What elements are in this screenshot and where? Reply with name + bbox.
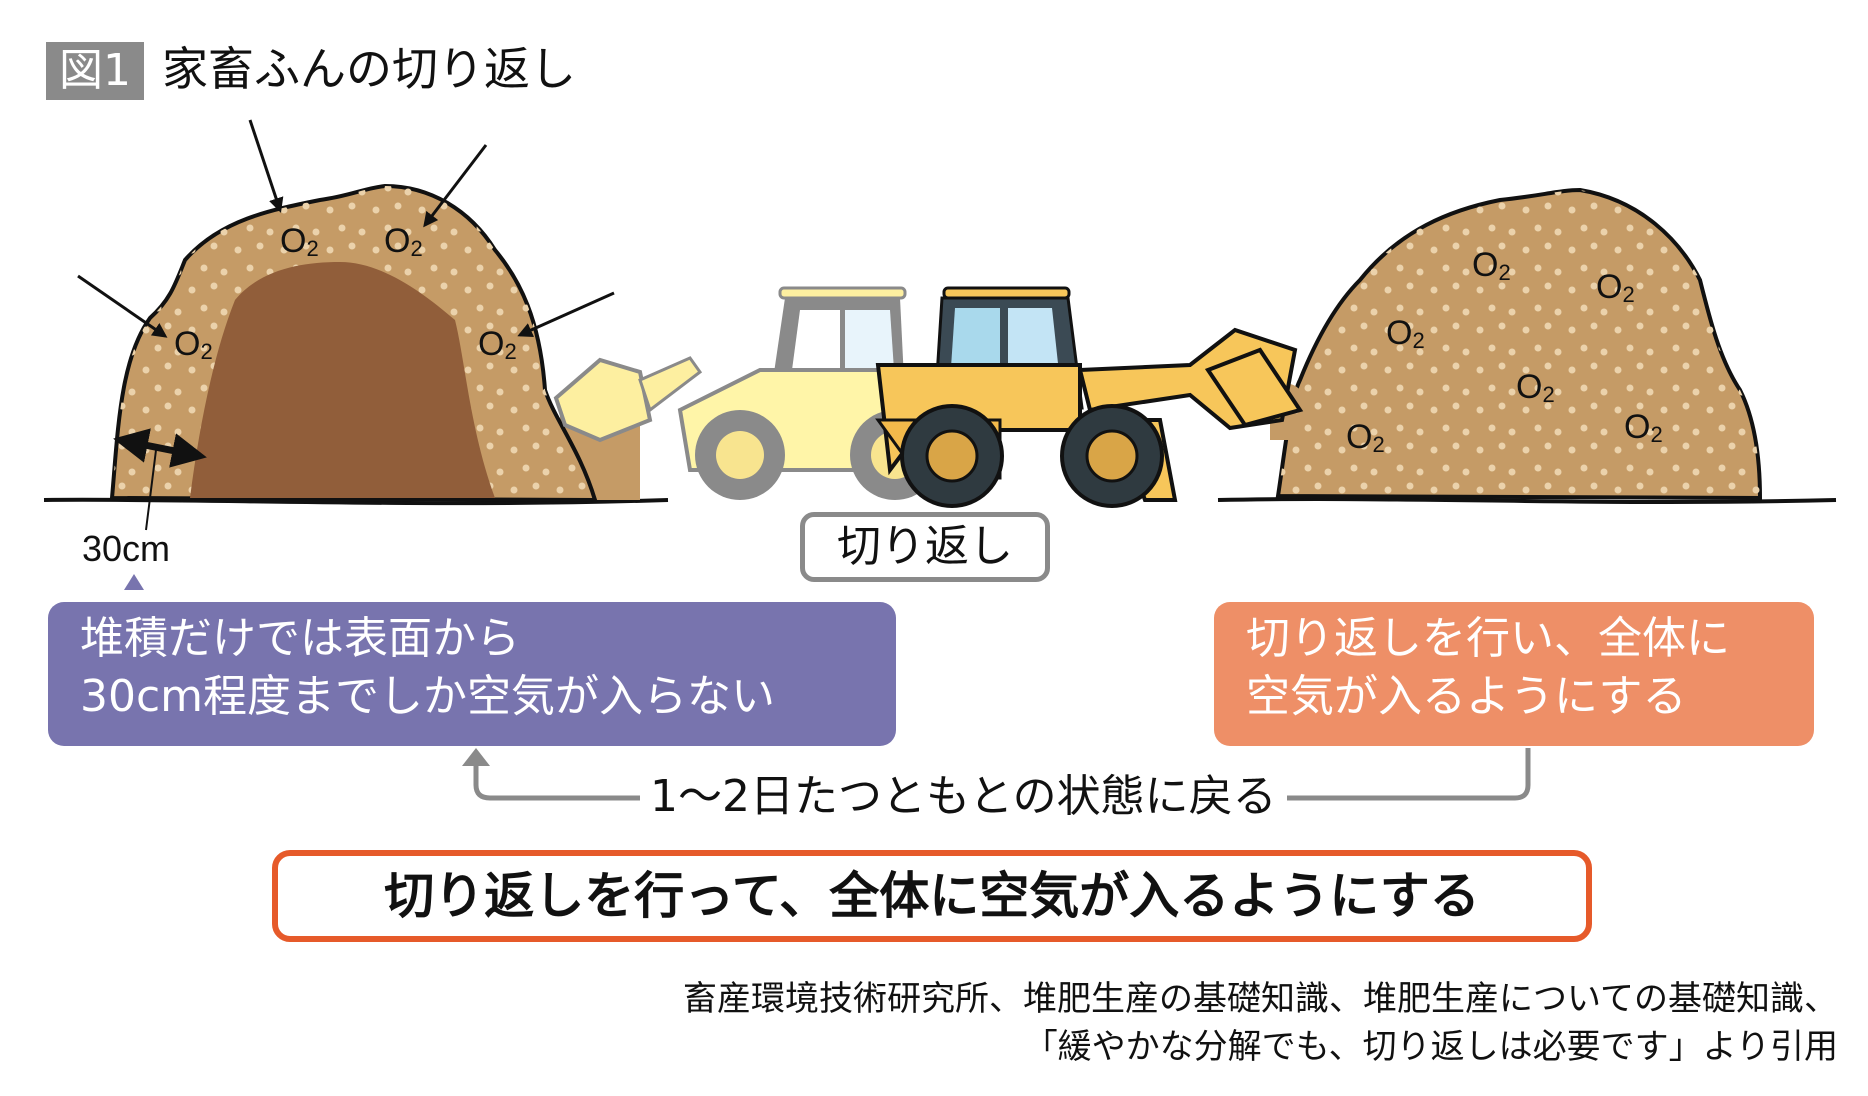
thickness-label: 30cm — [82, 528, 171, 569]
conclusion-banner: 切り返しを行って、全体に空気が入るようにする — [272, 850, 1592, 942]
svg-text:O2: O2 — [174, 325, 213, 364]
oxygen-arrows — [77, 119, 615, 338]
callout-line: 堆積だけでは表面から — [80, 613, 520, 664]
callout-after-turning: 切り返しを行い、全体に 空気が入るようにする — [1214, 602, 1814, 746]
callout-line: 空気が入るようにする — [1246, 671, 1687, 722]
right-manure-pile — [1270, 187, 1763, 501]
svg-text:O2: O2 — [1386, 314, 1425, 353]
callout-pile-only: 堆積だけでは表面から 30cm程度までしか空気が入らない — [48, 602, 896, 746]
callout-line: 30cm程度までしか空気が入らない — [80, 671, 776, 722]
wheel-loader-icon — [875, 286, 1304, 508]
callout-pointer — [124, 574, 144, 590]
figure-title: 家畜ふんの切り返し — [162, 42, 576, 96]
citation-line: 「緩やかな分解でも、切り返しは必要です」より引用 — [1023, 1027, 1838, 1067]
figure-badge: 図1 — [46, 42, 144, 100]
return-arrow-label: 1～2日たつともとの状態に戻る — [640, 768, 1287, 826]
thickness-measure — [113, 428, 207, 531]
turning-action-label: 切り返し — [800, 512, 1050, 582]
callout-line: 切り返しを行い、全体に — [1246, 613, 1730, 664]
citation: 畜産環境技術研究所、堆肥生産の基礎知識、堆肥生産についての基礎知識、 「緩やかな… — [683, 975, 1838, 1071]
ground-line-right — [1217, 497, 1837, 504]
citation-line: 畜産環境技術研究所、堆肥生産の基礎知識、堆肥生産についての基礎知識、 — [683, 979, 1838, 1019]
